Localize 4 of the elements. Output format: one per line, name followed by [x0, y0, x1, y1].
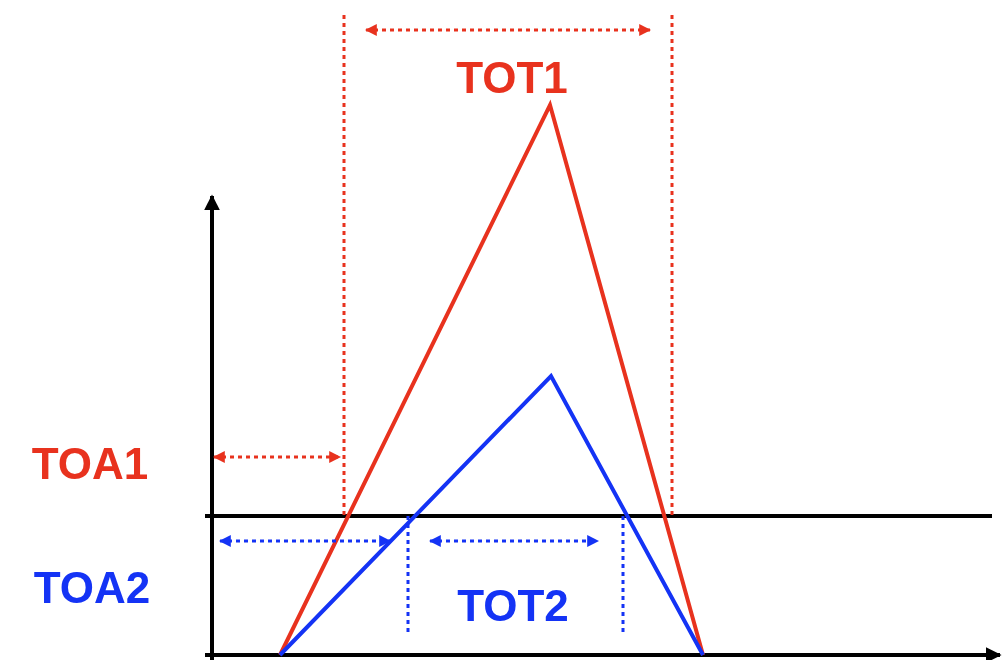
dimension-label: TOA2 — [33, 566, 151, 610]
dimension-label: TOA1 — [31, 442, 149, 486]
dimension-label: TOT2 — [457, 584, 569, 628]
dimension-label: TOT1 — [456, 56, 568, 100]
